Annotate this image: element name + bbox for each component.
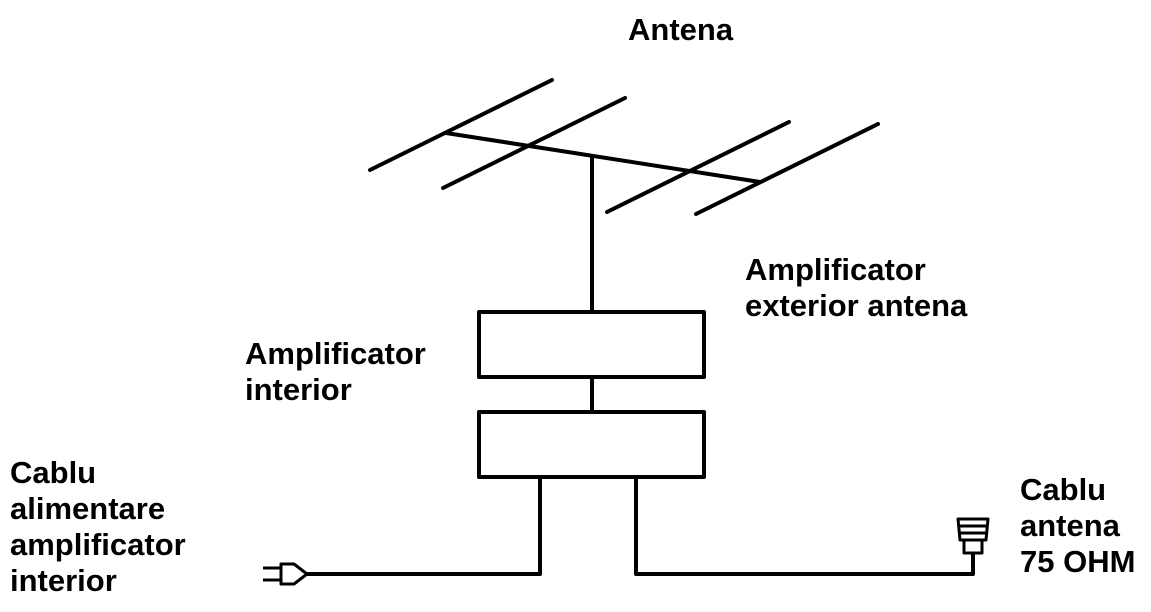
antenna-boom: [444, 131, 762, 184]
antenna-element-1: [368, 78, 554, 172]
coax-connector-icon: [956, 517, 990, 555]
antenna-label: Antena: [628, 12, 733, 48]
outdoor-amplifier-label-line-2: exterior antena: [745, 288, 968, 323]
antenna-label-line-1: Antena: [628, 12, 734, 47]
indoor-amplifier-label-line-1: Amplificator: [245, 336, 426, 371]
power-cable-label-line-2: alimentare: [10, 491, 166, 526]
antenna-element-2: [441, 96, 627, 190]
outdoor-amplifier-box: [477, 310, 706, 379]
antenna-cable-label-line-3: 75 OHM: [1020, 544, 1136, 579]
indoor-amplifier-label: Amplificator interior: [245, 336, 426, 408]
antenna-element-3: [605, 120, 791, 214]
outdoor-amplifier-label: Amplificator exterior antena: [745, 252, 967, 324]
power-cable-label: Cablu alimentare amplificator interior: [10, 455, 186, 599]
indoor-amplifier-label-line-2: interior: [245, 372, 352, 407]
power-cable-label-line-4: interior: [10, 563, 117, 598]
antenna-cable-label: Cablu antena 75 OHM: [1020, 472, 1135, 580]
power-cable-line: [303, 475, 542, 576]
outdoor-amplifier-label-line-1: Amplificator: [745, 252, 926, 287]
indoor-amplifier-box: [477, 410, 706, 479]
antenna-cable-line: [634, 475, 975, 576]
antenna-cable-label-line-2: antena: [1020, 508, 1120, 543]
power-cable-label-line-3: amplificator: [10, 527, 186, 562]
power-plug-icon: [263, 562, 309, 586]
antenna-element-4: [694, 122, 880, 216]
antenna-icon: [368, 78, 880, 314]
power-cable-label-line-1: Cablu: [10, 455, 97, 490]
antenna-cable-label-line-1: Cablu: [1020, 472, 1107, 507]
